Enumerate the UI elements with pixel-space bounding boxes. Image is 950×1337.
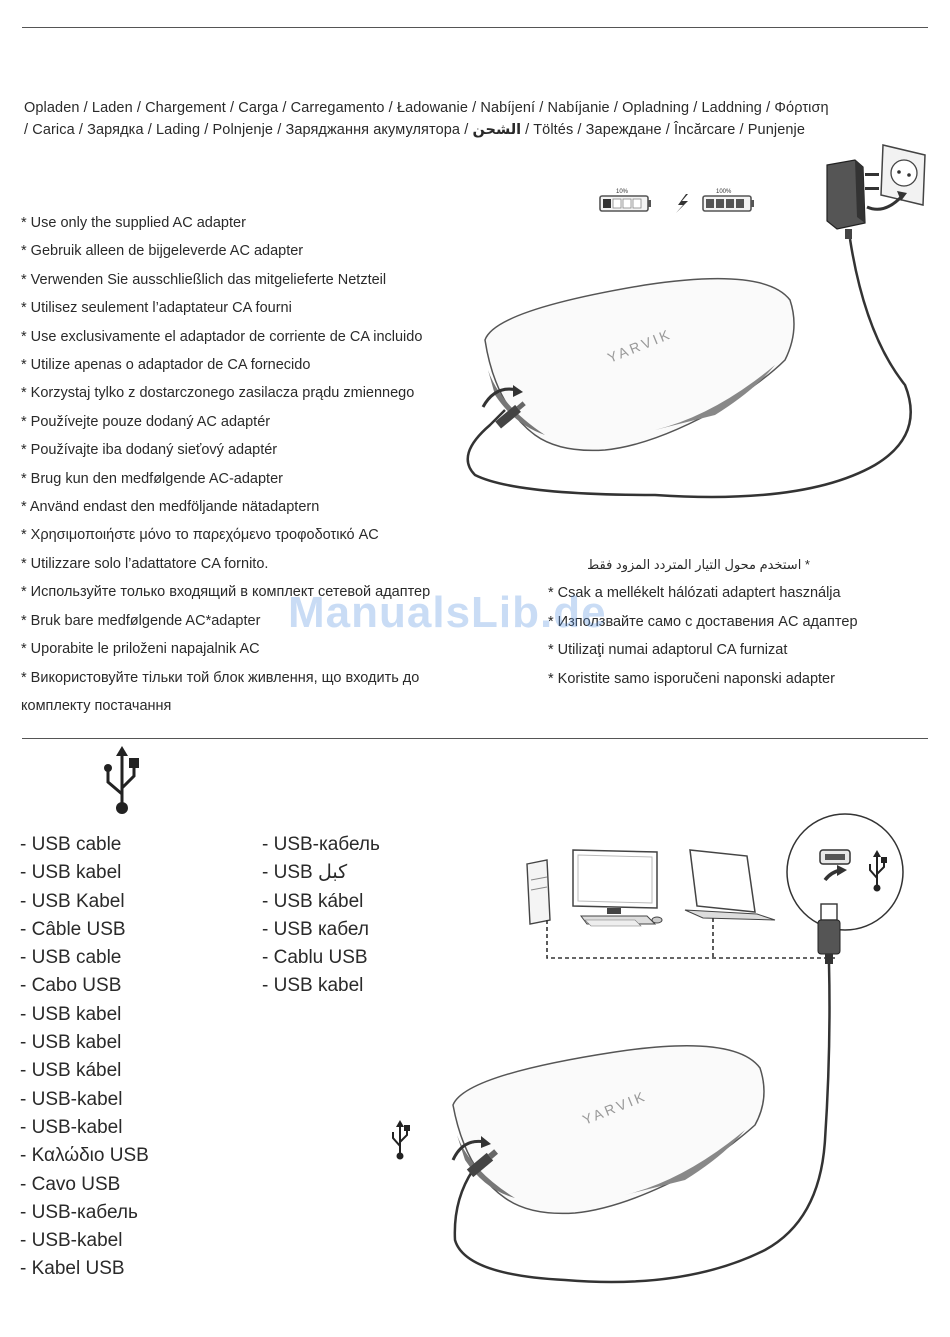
- usb-plug-icon: [817, 903, 841, 964]
- usb-small-icon: [869, 850, 887, 892]
- note-item: * Utilizaţi numai adaptorul CA furnizat: [548, 642, 788, 659]
- charging-heading-line2: / Carica / Зарядка / Lading / Polnjenje …: [24, 119, 904, 141]
- tablet-device: YARVIK: [452, 1045, 765, 1215]
- usb-cable-item: - USB cable: [20, 947, 122, 969]
- charging-heading-line2-part2: / Töltés / Зареждане / Încărcare / Punje…: [521, 122, 806, 138]
- adapter-notes-left: * Use only the supplied AC adapter * Geb…: [21, 209, 491, 720]
- note-item: * Utilize apenas o adaptador de CA forne…: [21, 357, 311, 374]
- micro-usb-plug-icon: [466, 1149, 499, 1178]
- usb-cable-item: - USB-кабель: [20, 1201, 138, 1223]
- charging-illustration: YARVIK: [466, 144, 926, 499]
- usb-connection-illustration: YARVIK: [392, 813, 904, 1284]
- note-item: * Používejte pouze dodaný AC adaptér: [21, 413, 271, 430]
- usb-cable-item: - USB-kabel: [20, 1088, 123, 1110]
- usb-cable-item: - USB-кабель: [262, 834, 380, 855]
- note-item: * Bruk bare medfølgende AC*adapter: [21, 612, 261, 629]
- usb-cable-item: - Καλώδιο USB: [20, 1145, 149, 1167]
- charging-heading-line2-part1: / Carica / Зарядка / Lading / Polnjenje …: [24, 122, 473, 138]
- note-item: * Koristite samo isporučeni naponski ada…: [548, 670, 835, 687]
- note-item: * Utilizzare solo l’adattatore CA fornit…: [21, 555, 269, 572]
- lightning-icon: [676, 194, 688, 213]
- note-item: * Använd endast den medföljande nätadapt…: [21, 499, 320, 516]
- usb-cable-item: - USB kabel: [20, 862, 122, 884]
- usb-cable-item: - USB kabel: [20, 1032, 122, 1054]
- usb-cable-item: - Cablu USB: [262, 947, 368, 969]
- usb-cable-item: - Câble USB: [20, 918, 126, 940]
- usb-cable-item: - USB cable: [20, 834, 122, 855]
- usb-cable-item: - USB-kabel: [20, 1230, 123, 1252]
- usb-cable-item: - USB kabel: [262, 975, 364, 997]
- usb-small-icon: [392, 1120, 410, 1160]
- desktop-computer-icon: [526, 849, 663, 927]
- power-cable: [466, 238, 912, 499]
- note-item: * Use exclusivamente el adaptador de cor…: [21, 328, 423, 345]
- note-item: * Používajte iba dodaný sieťový adaptér: [21, 442, 278, 459]
- usb-cable-item: - USB-kabel: [20, 1116, 123, 1138]
- battery-full-icon: [702, 195, 754, 212]
- note-item: * Use only the supplied AC adapter: [21, 215, 246, 231]
- wall-socket-icon: [880, 144, 926, 206]
- usb-cable: [453, 963, 831, 1284]
- usb-cable-item: - USB kabel: [20, 1003, 122, 1025]
- battery-low-label: 10%: [616, 189, 629, 195]
- usb-icon: [104, 746, 139, 814]
- note-item: * Використовуйте тільки той блок живленн…: [21, 669, 420, 714]
- note-item: * Uporabite le priloženi napajalnik AC: [21, 641, 260, 658]
- note-item: * Gebruik alleen de bijgeleverde AC adap…: [21, 243, 304, 260]
- adapter-notes-right: * استخدم محول التيار المتردد المزود فقط …: [548, 551, 938, 693]
- charging-heading-line1: Opladen / Laden / Chargement / Carga / C…: [24, 100, 829, 116]
- charging-heading-arabic: الشحن: [472, 122, 522, 138]
- middle-divider: [22, 738, 928, 739]
- note-item: * Използвайте само с доставения AC адапт…: [548, 613, 858, 630]
- usb-cable-list-1: - USB cable - USB kabel - USB Kabel - Câ…: [20, 831, 149, 1284]
- battery-charging-illustration: 10% 100%: [599, 189, 754, 213]
- note-item-arabic: * استخدم محول التيار المتردد المزود فقط: [587, 557, 810, 572]
- usb-cable-list-2: - USB-кабель - USB كبل - USB kábel - USB…: [262, 831, 380, 1001]
- usb-port-detail: [786, 813, 904, 931]
- usb-cable-item: - USB كبل: [262, 862, 348, 884]
- tablet-device: YARVIK: [484, 277, 795, 452]
- usb-cable-item: - Cabo USB: [20, 975, 122, 997]
- note-item: * Utilisez seulement l’adaptateur CA fou…: [21, 300, 292, 317]
- dc-plug-icon: [495, 401, 526, 429]
- battery-full-label: 100%: [716, 189, 732, 195]
- top-divider: [22, 27, 928, 28]
- laptop-icon: [684, 849, 776, 921]
- usb-cable-item: - USB kábel: [262, 890, 364, 912]
- battery-low-icon: [599, 195, 651, 212]
- usb-cable-item: - USB kábel: [20, 1060, 122, 1082]
- usb-cable-item: - USB кабел: [262, 918, 369, 940]
- note-item: * Korzystaj tylko z dostarczonego zasila…: [21, 385, 415, 402]
- note-item: * Используйте только входящий в комплект…: [21, 584, 431, 601]
- charging-heading: Opladen / Laden / Chargement / Carga / C…: [24, 97, 904, 141]
- ac-adapter-icon: [826, 159, 879, 239]
- note-item: * Csak a mellékelt hálózati adaptert has…: [548, 585, 841, 602]
- note-item: * Verwenden Sie ausschließlich das mitge…: [21, 271, 387, 288]
- usb-cable-item: - USB Kabel: [20, 890, 125, 912]
- usb-cable-item: - Kabel USB: [20, 1258, 125, 1280]
- usb-cable-item: - Cavo USB: [20, 1173, 121, 1195]
- note-item: * Χρησιμοποιήστε μόνο το παρεχόμενο τροφ…: [21, 527, 379, 544]
- note-item: * Brug kun den medfølgende AC-adapter: [21, 470, 283, 487]
- connection-dashed-lines: [546, 918, 835, 959]
